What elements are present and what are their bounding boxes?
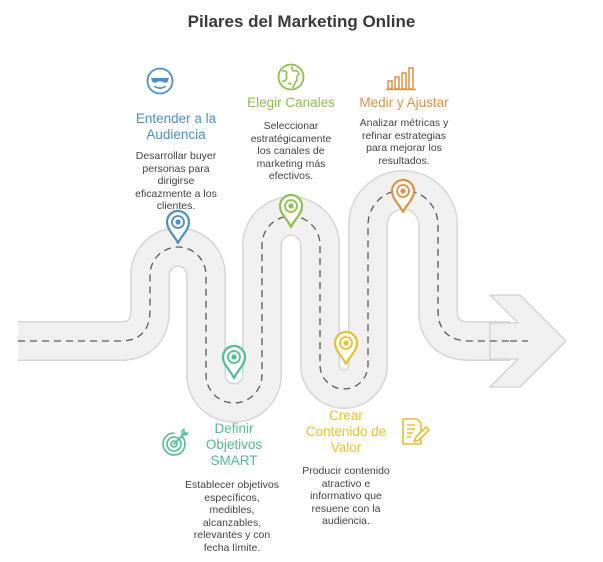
bar-chart-icon bbox=[386, 67, 416, 91]
target-icon bbox=[162, 428, 189, 456]
step-description-objetivos: Establecer objetivos específicos, medibl… bbox=[185, 479, 279, 554]
pin-yellow bbox=[333, 330, 359, 366]
step-description-contenido: Producir contenido atractivo e informati… bbox=[302, 465, 390, 527]
step-heading-canales: Elegir Canales bbox=[247, 95, 335, 110]
step-heading-contenido: Crear Contenido de Valor bbox=[305, 408, 387, 455]
pin-teal bbox=[221, 344, 247, 380]
document-pen-icon bbox=[402, 418, 430, 445]
globe-icon bbox=[277, 63, 305, 91]
page-title: Pilares del Marketing Online bbox=[187, 12, 416, 31]
pin-green bbox=[278, 193, 304, 229]
pin-blue bbox=[165, 209, 191, 245]
step-description-medir: Analizar métricas y refinar estrategias … bbox=[359, 117, 449, 167]
road bbox=[18, 190, 510, 403]
step-description-audiencia: Desarrollar buyer personas para dirigirs… bbox=[135, 150, 217, 212]
face-sunglasses-icon bbox=[146, 67, 174, 95]
pin-orange bbox=[390, 178, 416, 214]
step-heading-objetivos: Definir Objetivos SMART bbox=[205, 421, 263, 468]
step-heading-audiencia: Entender a la Audiencia bbox=[135, 111, 217, 142]
step-heading-medir: Medir y Ajustar bbox=[359, 95, 449, 110]
step-description-canales: Seleccionar estratégicamente los canales… bbox=[250, 120, 332, 182]
